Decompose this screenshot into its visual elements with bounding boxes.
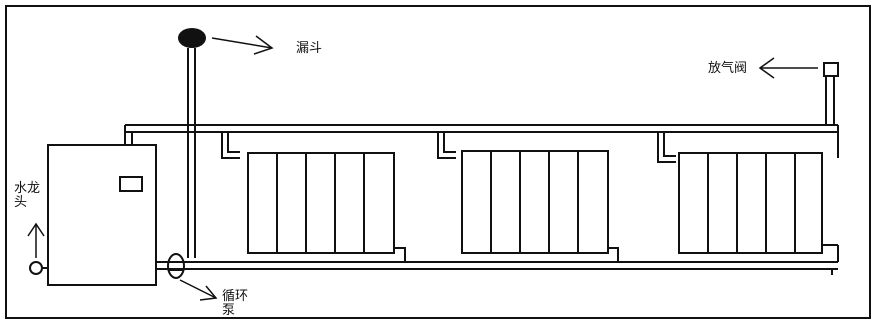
- diagram-frame: [5, 5, 871, 319]
- pump-label-line-1: 循环: [222, 289, 248, 304]
- radiator-return-stubs: [395, 244, 838, 262]
- boiler: [47, 144, 157, 286]
- label-arrows: [27, 35, 818, 301]
- funnel-icon: [178, 28, 206, 48]
- pump-label: 循环 泵: [222, 289, 252, 318]
- air-valve-icon: [823, 62, 839, 77]
- pump-icon: [167, 253, 185, 279]
- radiator-feed-stubs: [221, 132, 676, 163]
- faucet-label: 水龙 头: [14, 181, 44, 210]
- air-valve-label: 放气阀: [708, 60, 747, 76]
- faucet-label-line-2: 头: [14, 195, 27, 210]
- radiator-2: [461, 150, 609, 254]
- faucet-label-line-1: 水龙: [14, 181, 40, 196]
- air-valve-pipe: [825, 76, 835, 125]
- pump-label-line-2: 泵: [222, 303, 235, 318]
- faucet-icon: [29, 261, 48, 275]
- radiator-1: [247, 152, 395, 254]
- radiator-3: [678, 152, 823, 254]
- boiler-window: [119, 176, 143, 192]
- funnel-label: 漏斗: [296, 40, 322, 56]
- vertical-funnel-pipe: [187, 48, 196, 258]
- return-pipe: [156, 245, 839, 275]
- supply-pipe: [124, 124, 839, 158]
